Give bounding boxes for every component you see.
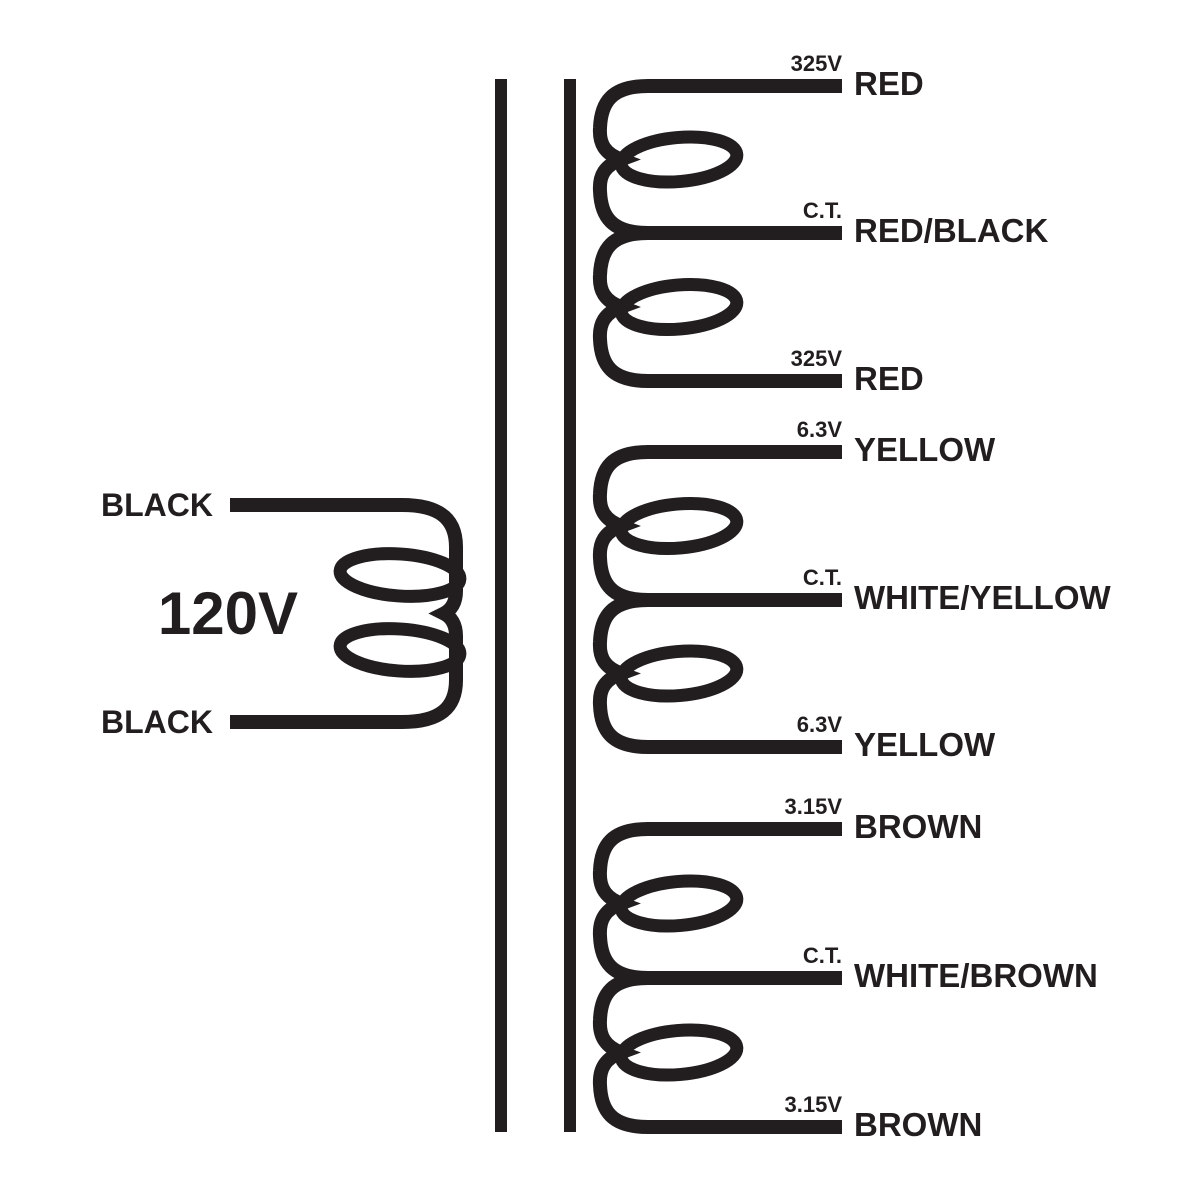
- secondary3-ct-wire-label: WHITE/BROWN: [854, 957, 1098, 994]
- secondary2-tap1-wire-label: YELLOW: [854, 431, 996, 468]
- secondary2-tap3-wire-label: YELLOW: [854, 726, 996, 763]
- primary-loop-turn: [333, 547, 467, 603]
- secondary1-tap3-wire-label: RED: [854, 360, 924, 397]
- secondary3-loop-turn: [614, 874, 744, 933]
- secondary2-ct-label: C.T.: [803, 565, 842, 590]
- secondary1-tap1-voltage-label: 325V: [791, 51, 843, 76]
- primary-top-lead-label: BLACK: [101, 487, 213, 523]
- secondary1-loop-turn: [614, 278, 744, 336]
- secondary3-tap3-wire-label: BROWN: [854, 1106, 982, 1143]
- secondary3-tap3-voltage-label: 3.15V: [785, 1092, 843, 1117]
- secondary3-tap1-voltage-label: 3.15V: [785, 794, 843, 819]
- secondary3-ct-label: C.T.: [803, 943, 842, 968]
- secondary2-tap3-voltage-label: 6.3V: [797, 712, 843, 737]
- secondary2-loop-turn: [614, 644, 744, 703]
- secondary2-ct-wire-label: WHITE/YELLOW: [854, 579, 1111, 616]
- secondary1-tap3-voltage-label: 325V: [791, 346, 843, 371]
- primary-coil: [230, 498, 463, 729]
- primary-bottom-lead-label: BLACK: [101, 704, 213, 740]
- secondary1-ct-wire-label: RED/BLACK: [854, 212, 1048, 249]
- secondary1-loop-turn: [614, 130, 744, 189]
- secondary2-loop-turn: [614, 497, 744, 555]
- primary-voltage-label: 120V: [158, 580, 298, 647]
- secondary2-tap1-voltage-label: 6.3V: [797, 417, 843, 442]
- secondary1-tap1-wire-label: RED: [854, 65, 924, 102]
- secondary3-loop-turn: [614, 1023, 744, 1082]
- secondary3-tap1-wire-label: BROWN: [854, 808, 982, 845]
- secondary1-ct-label: C.T.: [803, 198, 842, 223]
- primary-loop-turn: [333, 622, 467, 678]
